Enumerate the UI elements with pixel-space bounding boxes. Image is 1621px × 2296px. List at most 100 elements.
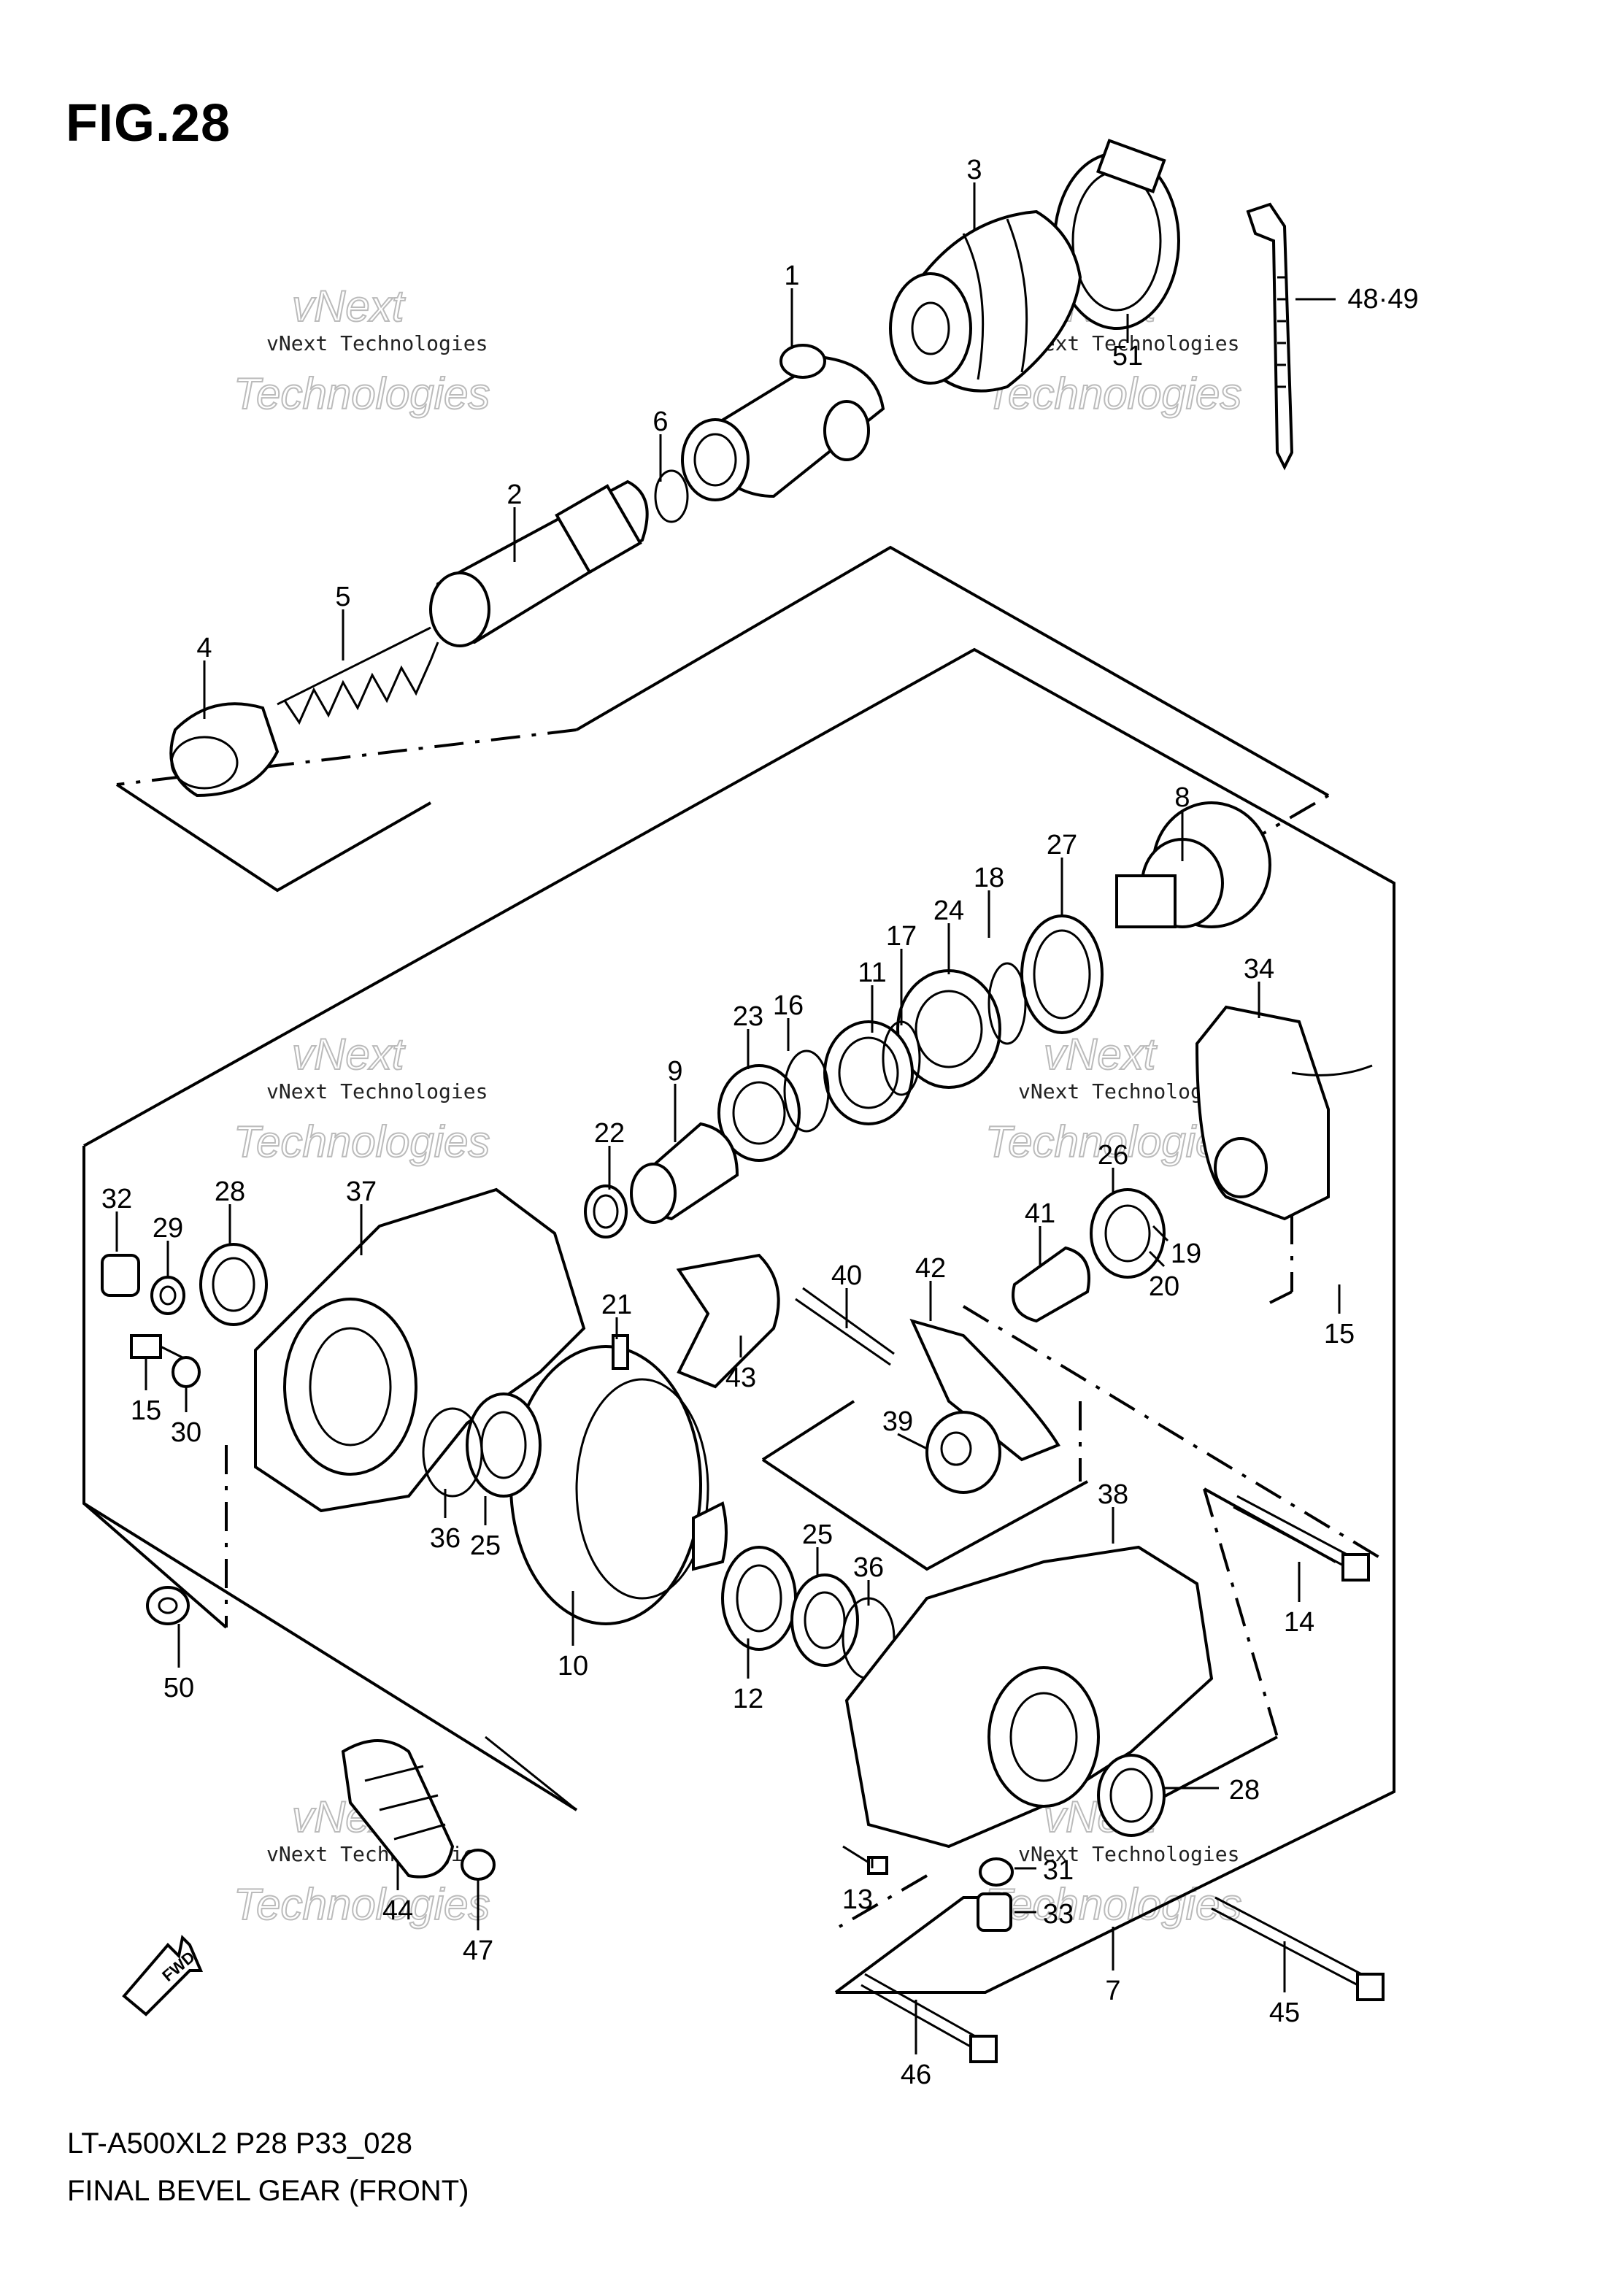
part-universal-joint bbox=[681, 344, 885, 501]
callout-25a: 25 bbox=[470, 1530, 501, 1561]
part-pin-21 bbox=[612, 1334, 629, 1370]
part-bolt-15a bbox=[130, 1334, 183, 1359]
figure-name: FINAL BEVEL GEAR (FRONT) bbox=[67, 2175, 469, 2207]
callout-46: 46 bbox=[901, 2060, 931, 2090]
watermark-line: vNext Technologies bbox=[266, 331, 488, 355]
callout-8: 8 bbox=[1174, 782, 1190, 813]
part-boot bbox=[889, 209, 1082, 393]
fwd-arrow-icon: FWD bbox=[122, 1934, 204, 2016]
watermark-big-bottom: Technologies bbox=[234, 1880, 490, 1929]
part-circlip bbox=[654, 469, 689, 523]
part-spacer-11 bbox=[823, 1020, 914, 1125]
part-shim-36a bbox=[422, 1407, 483, 1498]
part-oil-seal-28a bbox=[199, 1243, 268, 1326]
callout-9: 9 bbox=[667, 1056, 682, 1087]
callout-7: 7 bbox=[1105, 1976, 1120, 2006]
part-bearing-25a bbox=[466, 1392, 542, 1498]
callout-31: 31 bbox=[1043, 1855, 1074, 1886]
callout-36b: 36 bbox=[853, 1552, 884, 1583]
callout-33: 33 bbox=[1043, 1899, 1074, 1930]
callout-20: 20 bbox=[1149, 1271, 1179, 1302]
part-plug-33 bbox=[977, 1892, 1012, 1932]
watermark-line: vNext Technologies bbox=[266, 1079, 488, 1103]
part-gear-case-left bbox=[254, 1187, 586, 1513]
diagonal-dash bbox=[962, 1305, 1388, 1563]
frame-line-50 bbox=[82, 1502, 228, 1629]
watermark-big-bottom: Technologies bbox=[985, 1117, 1241, 1166]
housing-panel-dash-b bbox=[838, 1874, 928, 1928]
part-tie-band bbox=[1246, 202, 1294, 471]
callout-48-49: 48·49 bbox=[1347, 284, 1418, 315]
callout-51: 51 bbox=[1112, 341, 1143, 371]
part-pinion-gear bbox=[630, 1122, 739, 1224]
watermark: vNext Technologies vNext Technologies bbox=[233, 281, 490, 419]
part-nut-50 bbox=[146, 1586, 190, 1625]
part-gear-case-right bbox=[844, 1545, 1214, 1849]
callout-23: 23 bbox=[733, 1001, 763, 1032]
part-actuator bbox=[1195, 1005, 1373, 1221]
watermark-big-top: vNext bbox=[1044, 1030, 1158, 1079]
model-code: LT-A500XL2 P28 P33_028 bbox=[67, 2127, 412, 2160]
callout-38: 38 bbox=[1098, 1479, 1128, 1510]
part-oil-seal-28b bbox=[1097, 1754, 1166, 1837]
callout-45: 45 bbox=[1269, 1998, 1300, 2028]
callout-25b: 25 bbox=[802, 1519, 833, 1550]
callout-15a: 15 bbox=[131, 1395, 161, 1426]
callout-34: 34 bbox=[1244, 954, 1274, 985]
upper-panel-frame-lower bbox=[115, 783, 431, 893]
part-bearing-26 bbox=[1090, 1188, 1166, 1279]
part-bolt-14 bbox=[1233, 1495, 1370, 1582]
callout-10: 10 bbox=[558, 1651, 588, 1681]
housing-panel-dash bbox=[1203, 1488, 1279, 1738]
part-hose-clamp bbox=[1053, 139, 1180, 330]
watermark-line: vNext Technologies bbox=[1018, 1842, 1239, 1866]
watermark-big-bottom: Technologies bbox=[234, 1117, 490, 1166]
callout-12: 12 bbox=[733, 1684, 763, 1714]
callout-4: 4 bbox=[196, 633, 212, 663]
callout-32: 32 bbox=[101, 1184, 132, 1214]
main-panel-leader-47 bbox=[485, 1736, 577, 1811]
part-washer-29 bbox=[150, 1276, 185, 1315]
part-needle-bearing bbox=[584, 1184, 628, 1238]
main-panel-frame-foot bbox=[834, 1896, 978, 1994]
frame-line-15b bbox=[1269, 1290, 1293, 1304]
callout-43: 43 bbox=[725, 1363, 756, 1393]
callout-19: 19 bbox=[1171, 1238, 1201, 1269]
part-sleeve-39 bbox=[925, 1411, 1001, 1494]
part-breather-hose-44 bbox=[341, 1739, 455, 1879]
part-ring-gear bbox=[509, 1345, 728, 1625]
part-oil-seal-27 bbox=[1020, 914, 1104, 1034]
upper-panel-frame bbox=[575, 545, 1329, 797]
watermark-big-top: vNext bbox=[292, 282, 406, 331]
callout-24: 24 bbox=[933, 895, 964, 926]
part-shift-fork-42 bbox=[909, 1318, 1060, 1462]
shift-panel-frame-b bbox=[761, 1458, 1088, 1571]
callout-1: 1 bbox=[784, 261, 799, 291]
callouts: 1 2 3 4 5 6 7 8 9 10 11 12 13 14 15 15 1… bbox=[101, 155, 1419, 2090]
callout-41: 41 bbox=[1025, 1198, 1055, 1229]
part-cap bbox=[169, 702, 280, 798]
callout-16: 16 bbox=[773, 990, 804, 1021]
callout-5: 5 bbox=[335, 582, 350, 612]
watermark-line: vNext Technologies bbox=[266, 1842, 488, 1866]
callout-39: 39 bbox=[882, 1406, 913, 1437]
part-oil-seal-12 bbox=[721, 1546, 797, 1651]
callout-11: 11 bbox=[858, 958, 886, 988]
callout-30: 30 bbox=[171, 1417, 201, 1448]
callout-21: 21 bbox=[601, 1290, 632, 1320]
callout-17: 17 bbox=[886, 921, 917, 952]
callout-22: 22 bbox=[594, 1118, 625, 1149]
callout-2: 2 bbox=[507, 479, 522, 510]
watermark-big-bottom: Technologies bbox=[985, 369, 1241, 418]
callout-28a: 28 bbox=[215, 1176, 245, 1207]
part-bolt-13 bbox=[842, 1845, 888, 1875]
part-bolt-46 bbox=[860, 1973, 998, 2063]
watermark: vNext Technologies vNext Technologies bbox=[233, 1029, 490, 1167]
callout-44: 44 bbox=[382, 1895, 413, 1926]
part-washer-30 bbox=[172, 1356, 201, 1388]
part-plug-32 bbox=[101, 1254, 140, 1297]
shift-panel-frame-a bbox=[761, 1400, 855, 1461]
figure-title: FIG.28 bbox=[66, 94, 231, 153]
callout-29: 29 bbox=[153, 1213, 183, 1244]
